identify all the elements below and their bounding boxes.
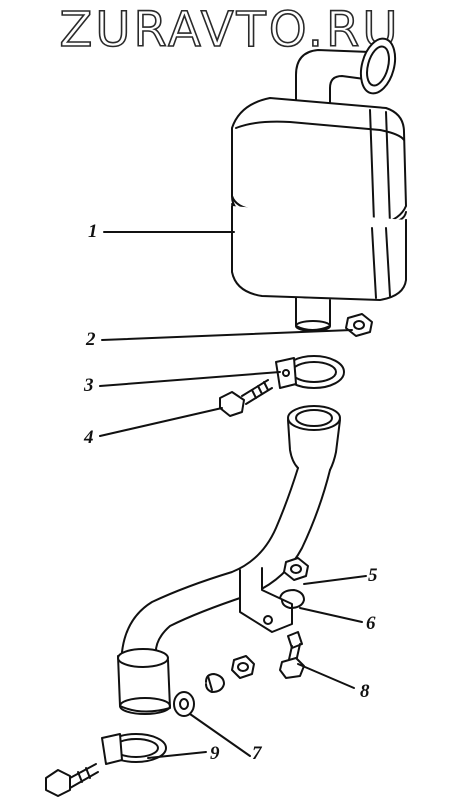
leader-line-2 — [101, 329, 353, 341]
clamp-part-3 — [275, 355, 345, 389]
lock-washer-part-6 — [279, 589, 305, 609]
callout-2: 2 — [86, 329, 96, 350]
callout-3: 3 — [84, 375, 94, 396]
nut-lower — [231, 655, 255, 679]
spring-washer-lower — [205, 673, 225, 693]
exhaust-pipe — [117, 405, 341, 715]
bolt-lower — [45, 763, 99, 797]
leader-line-3 — [99, 371, 281, 387]
leader-line-8 — [297, 663, 355, 689]
leader-line-7 — [189, 713, 251, 757]
callout-8: 8 — [360, 681, 370, 702]
clamp-part-9 — [101, 733, 167, 765]
bolt-part-4 — [219, 379, 273, 417]
callout-7: 7 — [252, 743, 262, 764]
nut-part-5 — [283, 557, 309, 581]
muffler-part — [231, 37, 407, 332]
leader-line-5 — [303, 575, 367, 585]
callout-9: 9 — [210, 743, 220, 764]
callout-1: 1 — [88, 221, 98, 242]
leader-line-9 — [147, 751, 207, 759]
nut-part-2 — [345, 313, 373, 337]
bolt-part-8 — [279, 631, 305, 679]
watermark: ZURAVTO.RU — [59, 1, 401, 59]
callout-4: 4 — [84, 427, 94, 448]
callout-5: 5 — [368, 565, 378, 586]
bracket — [239, 567, 293, 633]
washer-part-7 — [173, 691, 195, 717]
leader-line-6 — [299, 607, 363, 623]
callout-6: 6 — [366, 613, 376, 634]
leader-line-4 — [99, 407, 223, 437]
leader-lines — [99, 231, 367, 759]
